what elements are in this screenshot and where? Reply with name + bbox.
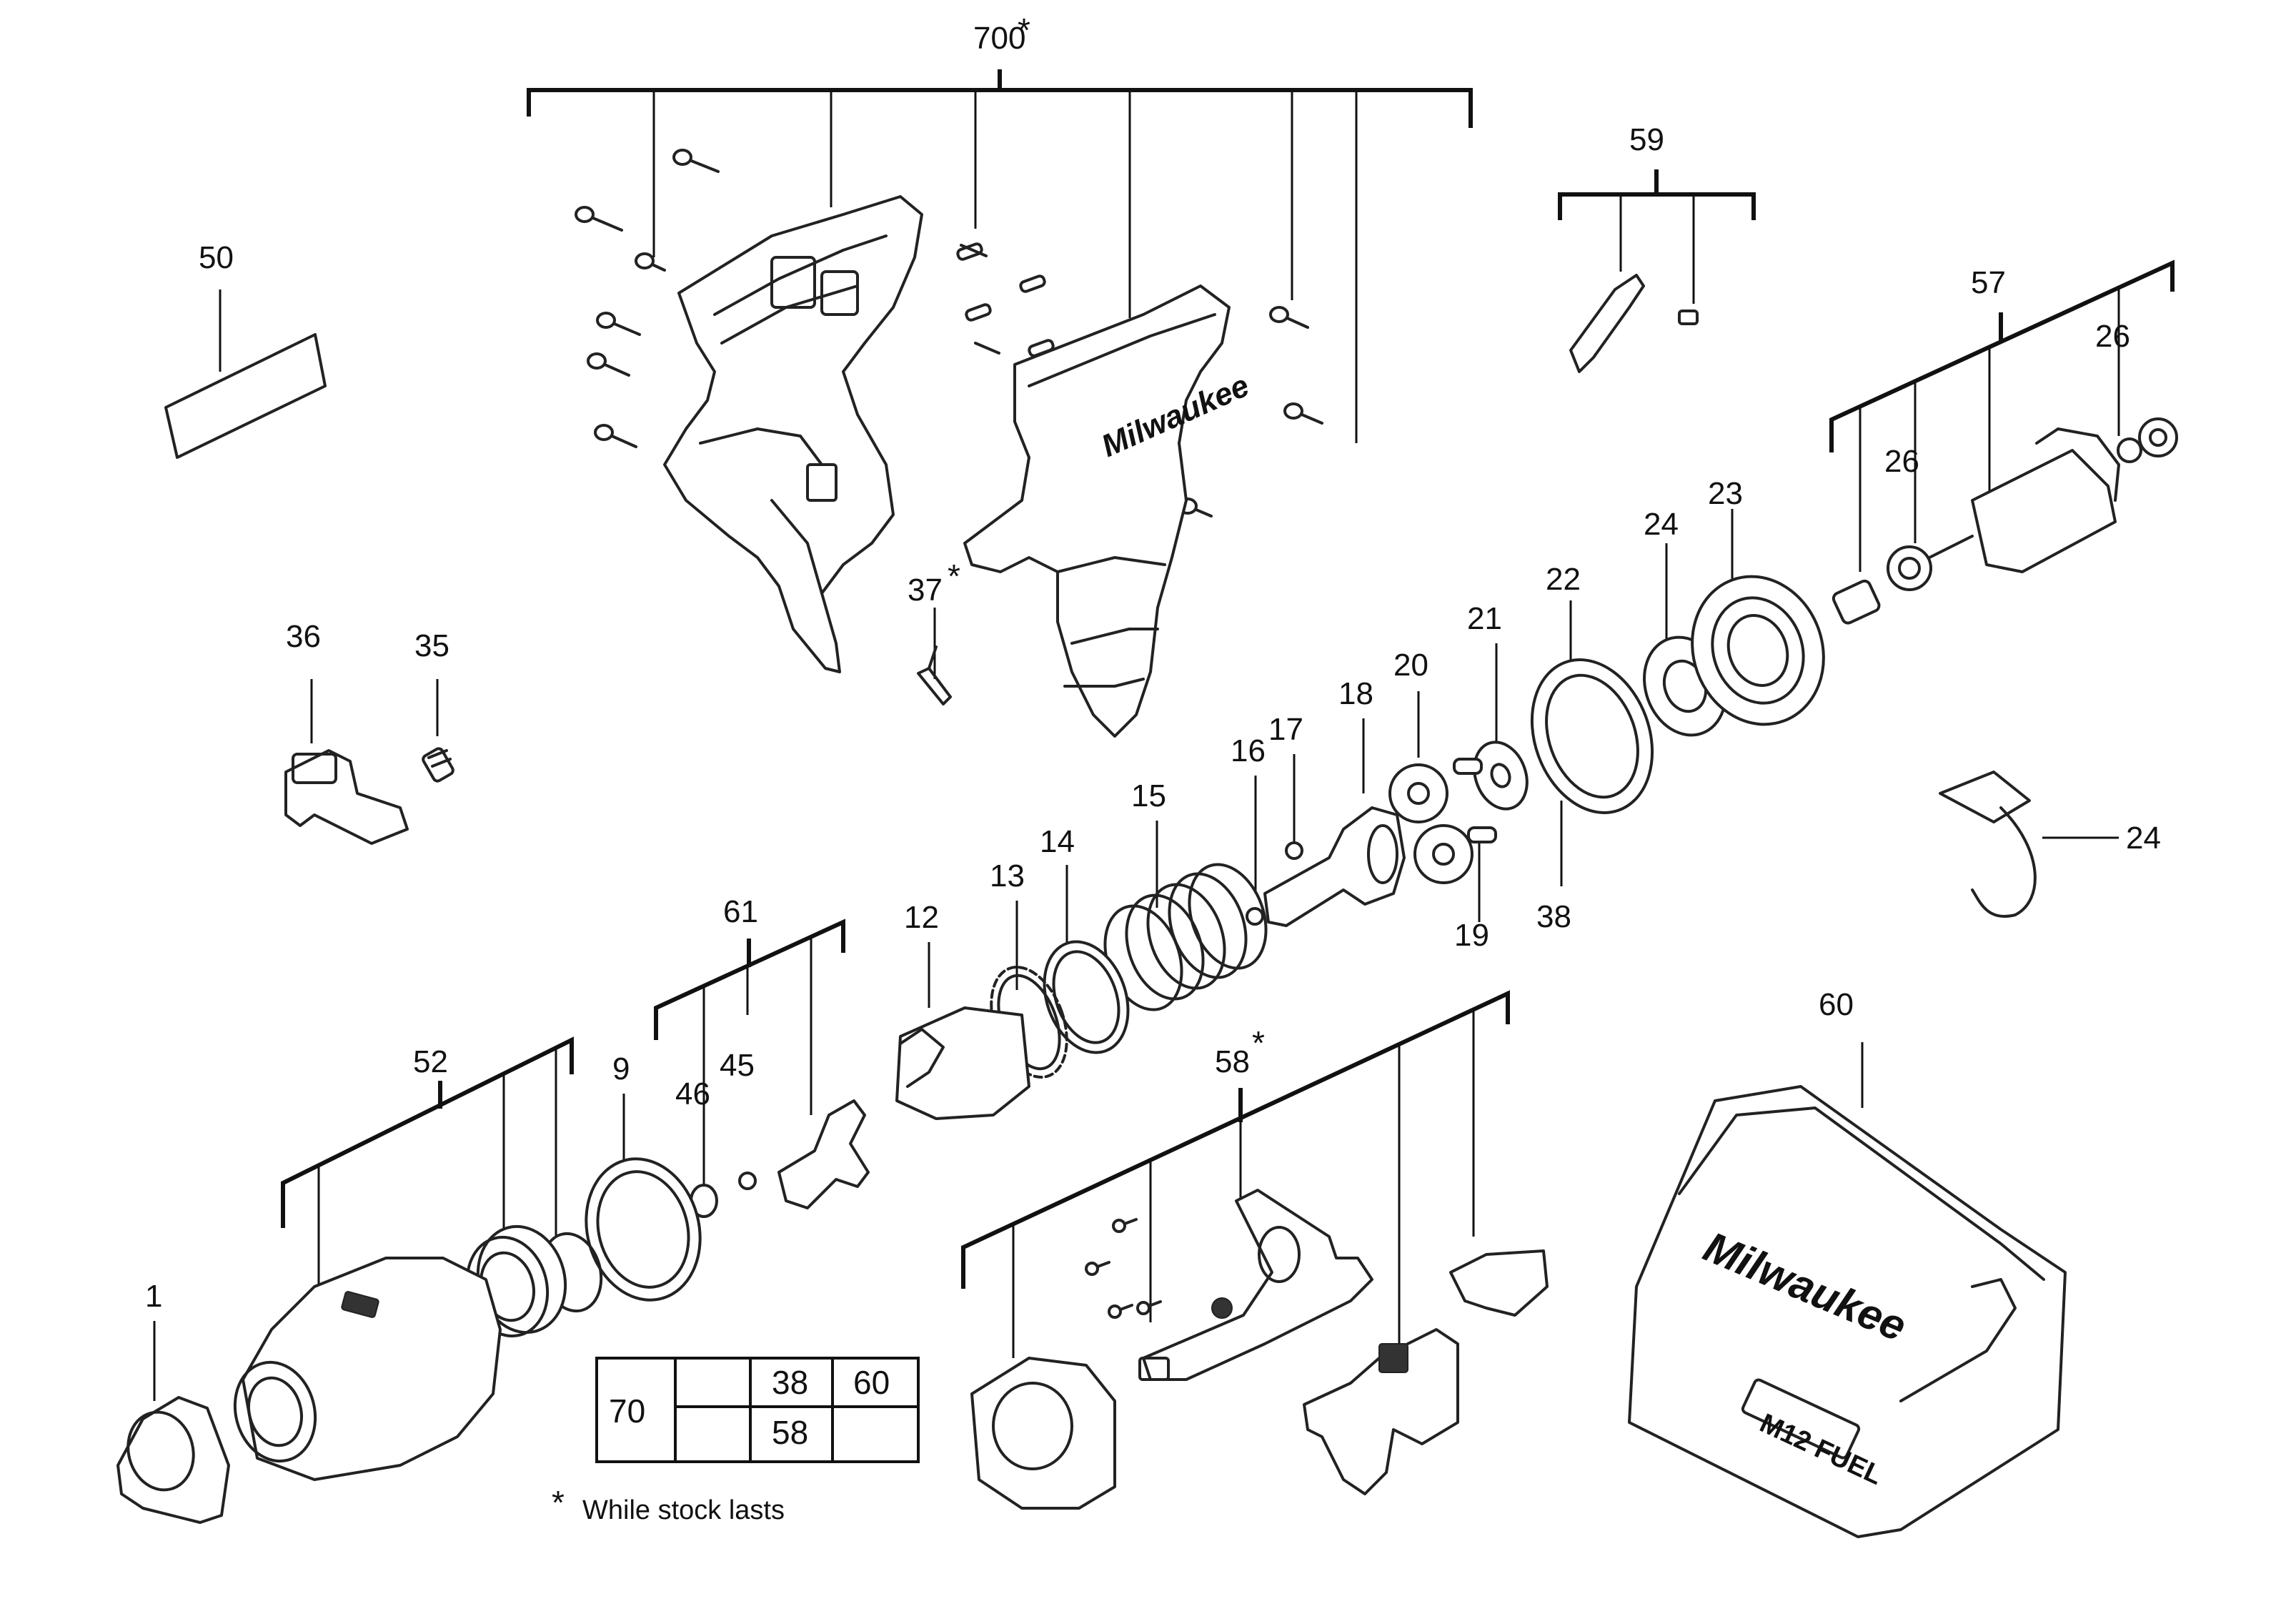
planetary-gears-part-20: [1388, 758, 1497, 884]
washer-part-21: [1473, 741, 1529, 811]
bracket-59: [1558, 169, 1756, 304]
footnote: * While stock lasts: [552, 1484, 785, 1525]
part-label: 24: [1644, 507, 1679, 542]
steel-balls-part-16-17: [1246, 841, 1303, 926]
part-label: 22: [1546, 562, 1581, 597]
kit-cell: 38: [772, 1364, 808, 1401]
part-label: 57: [1971, 265, 2006, 300]
kit-table: 70 38 60 58: [595, 1357, 920, 1463]
part-label: 1: [145, 1279, 162, 1314]
stator-part-58: [970, 1357, 1116, 1510]
part-label: 46: [675, 1076, 710, 1111]
part-label: 700: [973, 21, 1025, 56]
pcb-part-58: [1138, 1189, 1373, 1381]
motor-rotor-part-57: [1832, 417, 2178, 625]
carry-case-part-700: Milwaukee M12 FUEL: [1628, 1085, 2067, 1538]
part-label: 19: [1454, 918, 1489, 953]
part-label: 61: [723, 894, 758, 929]
bracket-57: [1829, 259, 2175, 572]
part-label: 12: [904, 900, 939, 935]
left-housing-half: [663, 195, 923, 673]
part-label: 59: [1629, 122, 1664, 157]
nose-cap-part-1: [116, 1396, 230, 1524]
ring-gear-part-24: [1691, 575, 1825, 726]
switch-part-37: [284, 749, 409, 845]
clip-part-38: [917, 645, 952, 705]
part-labels: 700 * 59 57 26 26 50 37 * 24 23 22 21 20…: [145, 11, 2161, 1314]
star-mark: *: [1252, 1024, 1265, 1061]
wire-harness-part-35: [1939, 771, 2037, 918]
right-housing-half: Milwaukee: [963, 284, 1254, 738]
hammer-part-12: [895, 1006, 1030, 1120]
part-label: 60: [1819, 987, 1854, 1022]
part-label: 13: [990, 858, 1025, 893]
part-label: 23: [1708, 476, 1743, 511]
part-label: 35: [414, 628, 449, 663]
part-label: 17: [1268, 712, 1303, 747]
part-label: 36: [286, 619, 321, 654]
star-mark: *: [1018, 11, 1030, 49]
trigger-switch-part-58: [1303, 1328, 1459, 1495]
sleeve-part-54: [465, 1224, 567, 1338]
belt-clip-part-59: [1569, 274, 1699, 373]
part-label: 9: [612, 1051, 630, 1086]
kit-cell: 60: [853, 1364, 890, 1401]
part-label: 38: [1536, 899, 1571, 934]
part-label: 26: [1884, 444, 1919, 479]
pcb-screws-part-58: [1085, 1218, 1162, 1319]
bracket-58: [961, 990, 1510, 1358]
kit-number: 70: [609, 1392, 645, 1430]
part-label: 21: [1467, 601, 1502, 636]
part-label: 16: [1231, 733, 1266, 768]
label-sheet-part: [164, 333, 327, 459]
anvil-part-61: [690, 1099, 870, 1218]
part-label: 52: [413, 1044, 448, 1079]
footnote-text: While stock lasts: [582, 1495, 785, 1525]
part-label: 15: [1131, 778, 1166, 813]
part-label: 24: [2126, 821, 2161, 856]
hammer-case-part-54: [233, 1257, 502, 1481]
part-label: 37: [908, 573, 943, 608]
footnote-symbol: *: [552, 1484, 565, 1521]
spring-part-36: [422, 747, 454, 783]
part-label: 50: [199, 240, 234, 275]
battery-terminal-part-58: [1449, 1249, 1549, 1317]
housing-screws: [575, 149, 1323, 518]
bracket-61: [654, 919, 845, 1187]
part-label: 58: [1215, 1044, 1250, 1079]
gear-housing-part-22: [1530, 658, 1654, 814]
kit-cell: 58: [772, 1414, 808, 1451]
part-label: 26: [2095, 319, 2130, 354]
part-label: 14: [1040, 824, 1075, 859]
part-label: 45: [720, 1048, 755, 1083]
part-label: 20: [1393, 648, 1428, 683]
washer-part-9: [585, 1157, 702, 1302]
star-mark: *: [948, 558, 960, 595]
bracket-60: [527, 69, 1473, 443]
part-label: 18: [1338, 676, 1373, 711]
spindle-part-18: [1263, 806, 1406, 927]
